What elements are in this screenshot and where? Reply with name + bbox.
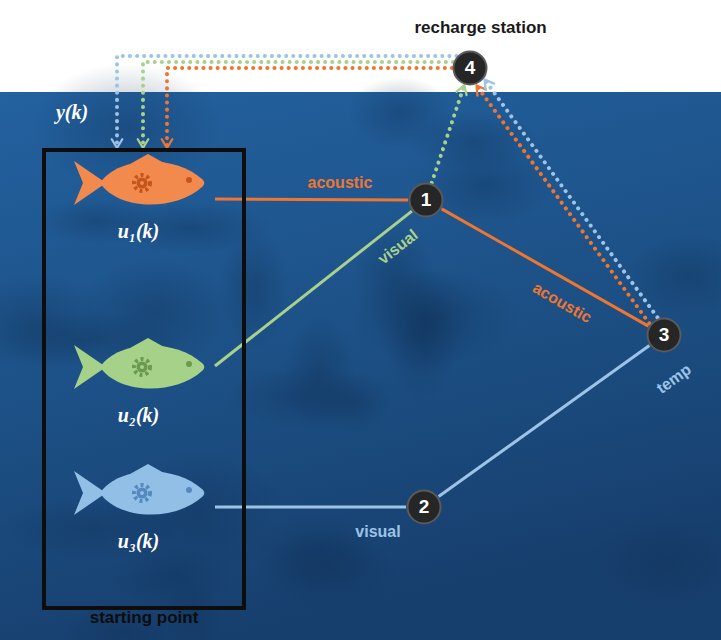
waypoint-circle: 1 <box>408 182 444 218</box>
gear-teeth <box>134 485 150 501</box>
water-blot <box>415 143 553 227</box>
waypoint-circle: 4recharge station <box>452 50 488 86</box>
input-label: u₃(k) <box>62 530 215 553</box>
robot-fish: u₃(k) <box>62 462 215 553</box>
gear-teeth <box>134 175 150 191</box>
waypoint-number: 2 <box>419 496 430 518</box>
waypoint-number: 4 <box>465 57 476 79</box>
data-link-dotted <box>432 85 465 183</box>
gear-hub <box>137 362 148 373</box>
circle-shape <box>454 52 487 85</box>
robot-fish: u₂(k) <box>62 336 215 427</box>
gear-hole <box>140 365 144 369</box>
link-label: visual <box>375 226 422 268</box>
gear-hole <box>140 491 144 495</box>
fish-body <box>100 161 204 204</box>
sensing-link <box>442 209 649 326</box>
data-link-dotted <box>117 56 457 148</box>
waypoint-number: 1 <box>421 189 432 211</box>
link-label: visual <box>355 523 400 541</box>
start-area-box: starting pointu₁(k)u₂(k)u₃(k) <box>42 148 246 610</box>
circle-shape <box>648 319 681 352</box>
waypoint-circle: 2 <box>406 489 442 525</box>
link-label: acoustic <box>308 174 373 192</box>
fish-body <box>100 345 204 388</box>
waypoint-circle: 3 <box>646 317 682 353</box>
fish-body <box>100 471 204 514</box>
water-blot <box>225 365 379 430</box>
water-blot <box>386 274 459 403</box>
data-link-dotted <box>167 68 452 148</box>
fish-eye <box>186 177 192 183</box>
water-blot <box>347 77 452 149</box>
gear-hub <box>137 488 148 499</box>
water-blot <box>258 530 400 612</box>
fish-icon <box>62 462 215 524</box>
data-link-dotted <box>485 80 658 318</box>
input-label: u₂(k) <box>62 404 215 427</box>
station-title: recharge station <box>414 18 546 38</box>
data-link-dotted <box>477 86 650 324</box>
waypoint-number: 3 <box>659 324 670 346</box>
fish-eye <box>186 487 192 493</box>
water-texture <box>0 63 721 640</box>
signal-label: y(k) <box>56 101 88 124</box>
fish-icon <box>62 336 215 398</box>
link-label: acoustic <box>529 279 594 327</box>
fish-icon <box>62 152 215 214</box>
area-label: starting point <box>46 608 242 628</box>
gear-hole <box>140 181 144 185</box>
data-link-dotted <box>143 62 453 148</box>
gear-teeth <box>134 359 150 375</box>
water-blot <box>628 233 721 318</box>
robot-fish: u₁(k) <box>62 152 215 243</box>
circle-shape <box>410 184 443 217</box>
link-label: temp <box>653 360 695 397</box>
circle-shape <box>408 491 441 524</box>
gear-hub <box>137 178 148 189</box>
fish-eye <box>186 361 192 367</box>
sensing-link <box>439 345 650 496</box>
input-label: u₁(k) <box>62 220 215 243</box>
water-blot <box>586 516 721 614</box>
